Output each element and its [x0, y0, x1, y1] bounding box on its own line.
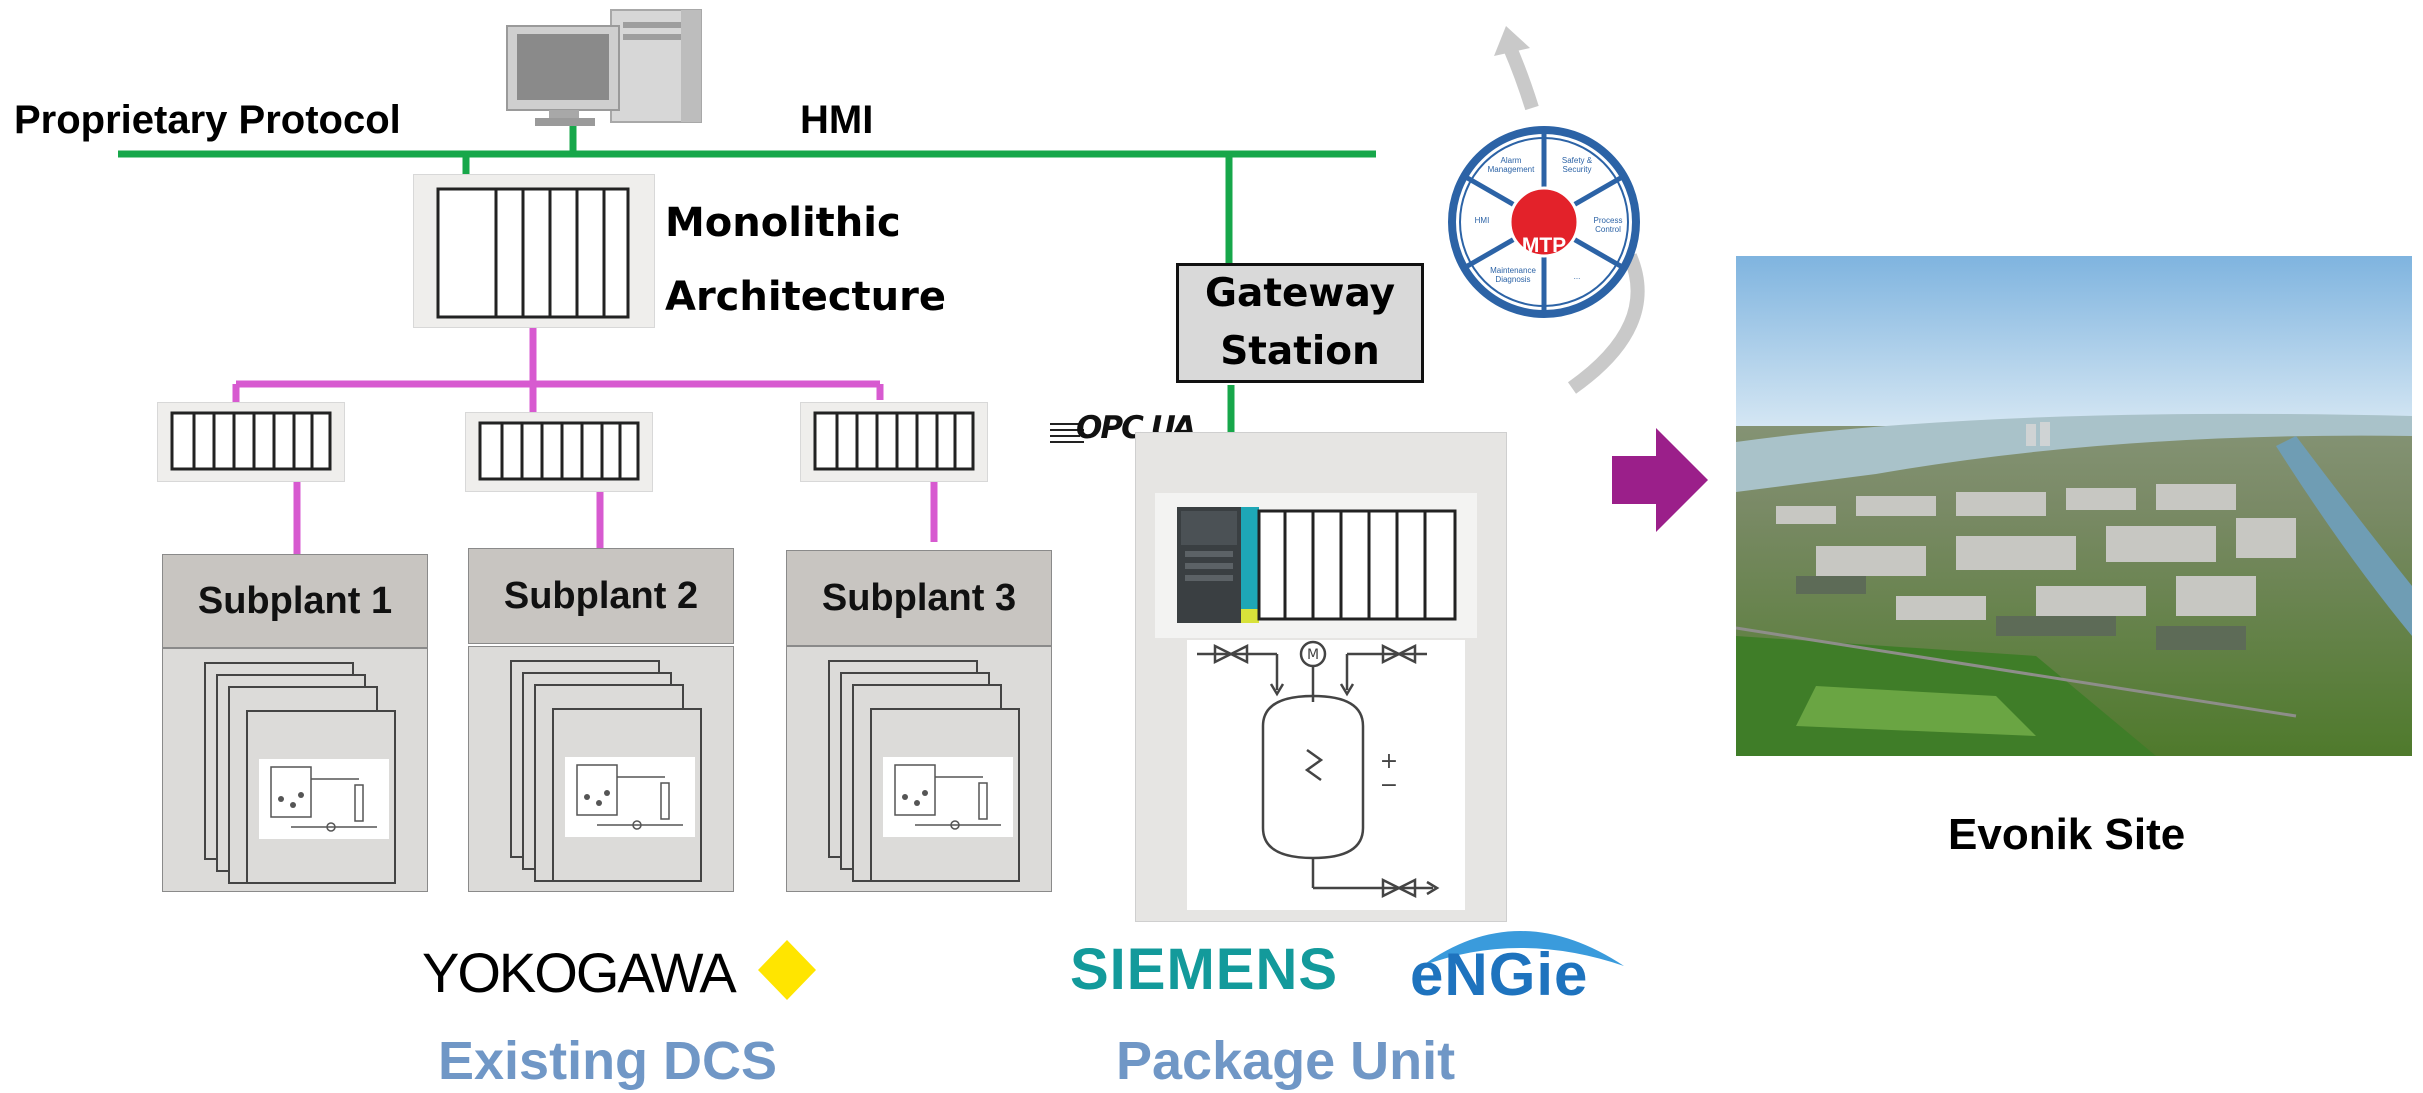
mtp-segment-alarm: Alarm Management [1487, 156, 1535, 174]
subplant-2-header: Subplant 2 [468, 548, 734, 644]
gateway-station-box: Gateway Station [1176, 263, 1424, 383]
mtp-wheel-icon: MTP Alarm Management Safety & Security P… [1440, 26, 1660, 406]
proprietary-protocol-label: Proprietary Protocol [14, 98, 401, 142]
monolithic-controller-rack [413, 174, 655, 328]
io-rack-2 [465, 412, 653, 492]
subplant-3-documents [786, 646, 1052, 892]
mtp-segment-more: ... [1573, 272, 1581, 281]
subplant-1-header: Subplant 1 [162, 554, 428, 648]
monolithic-label-line2: Architecture [665, 274, 946, 320]
existing-dcs-caption: Existing DCS [438, 1031, 778, 1091]
io-rack-3 [800, 402, 988, 482]
monolithic-label-line1: Monolithic [665, 200, 901, 246]
subplant-1-documents [162, 648, 428, 892]
gateway-label-line2: Station [1220, 329, 1380, 374]
svg-text:−: − [1380, 773, 1398, 798]
mtp-segment-maintenance: Maintenance Diagnosis [1490, 266, 1536, 284]
package-plc-rack [1155, 493, 1477, 638]
package-unit-caption: Package Unit [1116, 1031, 1456, 1091]
svg-text:M: M [1307, 647, 1319, 663]
io-rack-1 [157, 402, 345, 482]
hmi-computer-icon [505, 8, 711, 128]
yokogawa-logo-text: YOKOGAWA [422, 941, 737, 1004]
gateway-label-line1: Gateway [1205, 271, 1395, 316]
arrow-right-icon [1612, 428, 1708, 532]
mtp-segment-process: Process Control [1593, 216, 1623, 234]
evonik-site-photo [1735, 256, 2412, 756]
yokogawa-logo: YOKOGAWA [422, 938, 818, 1008]
evonik-site-caption: Evonik Site [1948, 810, 2186, 859]
subplant-3-header: Subplant 3 [786, 550, 1052, 646]
engie-logo: eNGie [1408, 910, 1638, 1010]
mtp-segment-hmi: HMI [1474, 216, 1490, 225]
mtp-segment-safety: Safety & Security [1561, 156, 1593, 174]
svg-text:+: + [1380, 749, 1398, 774]
mtp-center-label: MTP [1521, 234, 1567, 257]
reactor-pid-diagram: M + − [1187, 640, 1465, 910]
engie-logo-text: eNGie [1410, 941, 1589, 1008]
siemens-logo: SIEMENS [1070, 937, 1339, 1002]
hmi-label: HMI [800, 98, 874, 142]
subplant-2-documents [468, 646, 734, 892]
